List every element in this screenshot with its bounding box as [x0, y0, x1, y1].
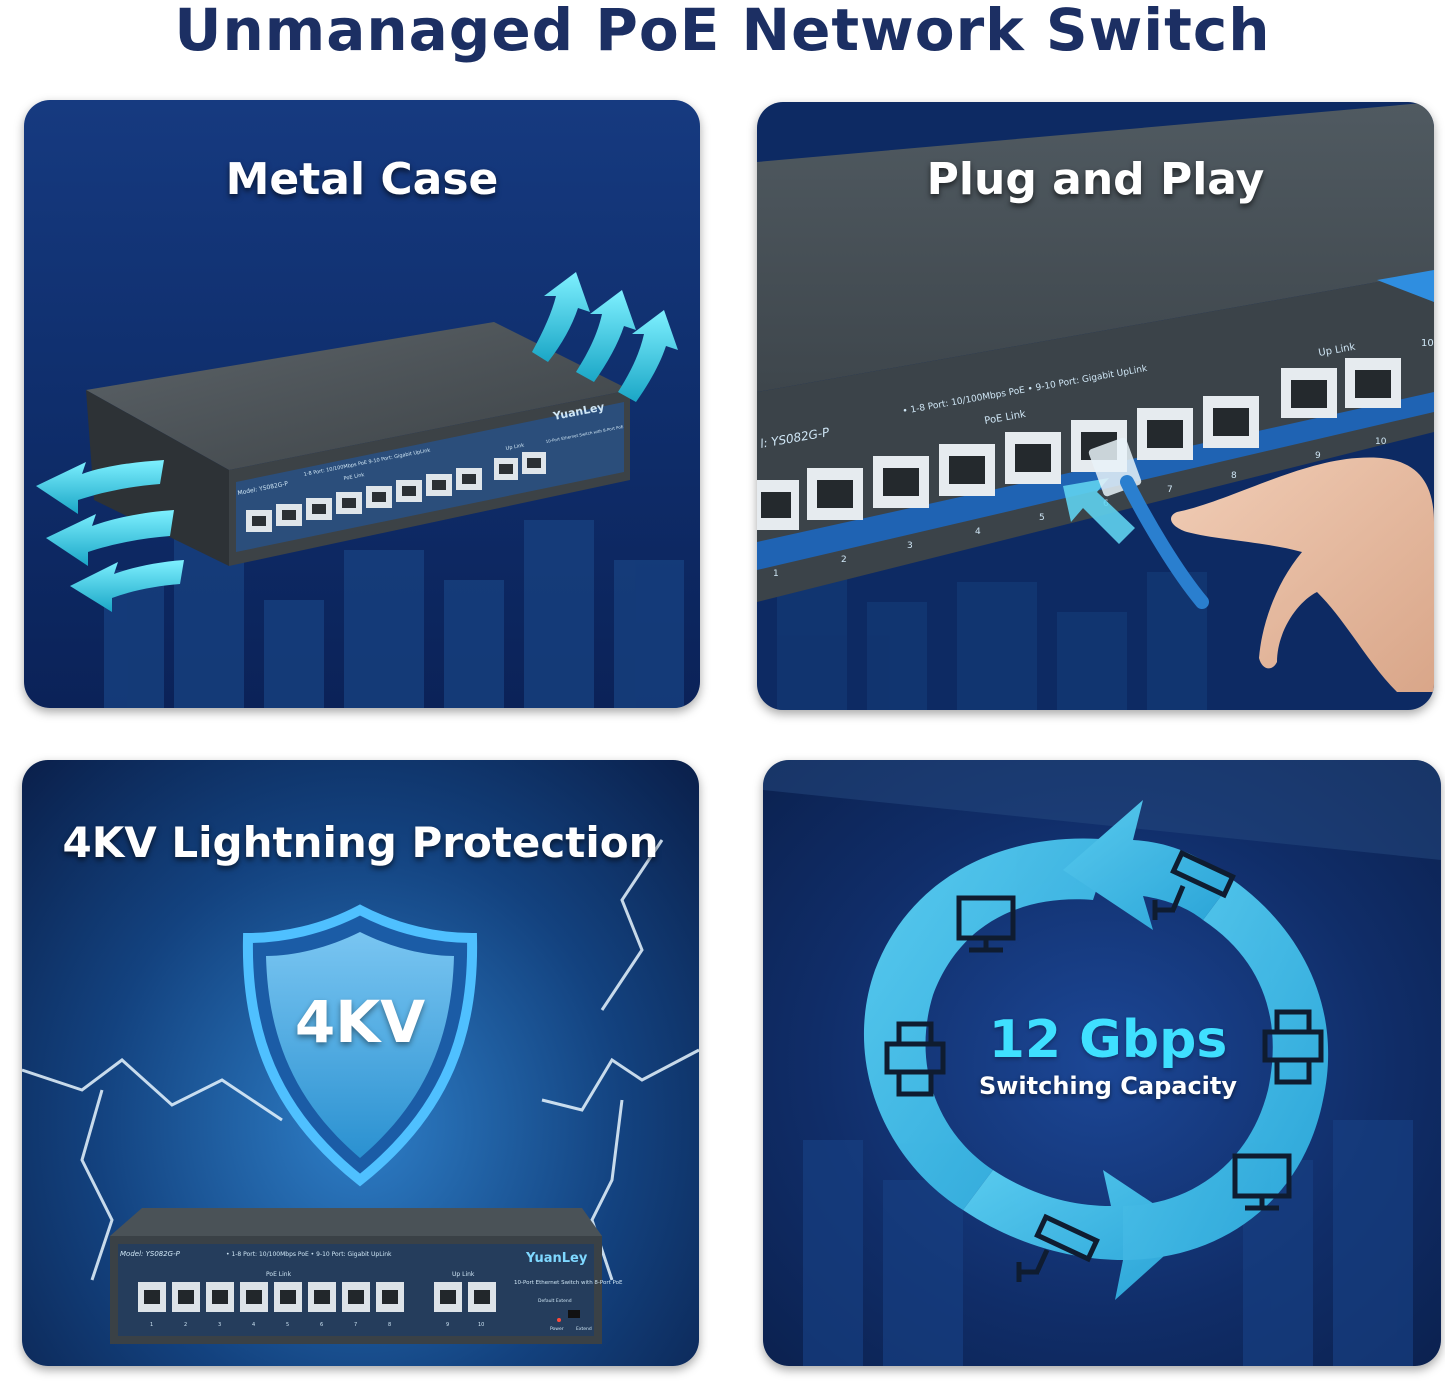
brand-logo: YuanLey	[525, 1251, 588, 1266]
port-number: 1	[773, 569, 779, 579]
port-number: 6	[320, 1322, 323, 1328]
shield-icon	[242, 904, 478, 1187]
switching-capacity-panel: 12 Gbps Switching Capacity	[763, 760, 1441, 1366]
switch-mode-label: Default Extend	[538, 1298, 572, 1304]
city-skyline	[777, 572, 1207, 710]
metal-case-scene: YuanLey Model: YS082G-P 1-8 Port: 10/100…	[36, 272, 684, 708]
monitor-icon	[1232, 1153, 1292, 1211]
city-skyline	[803, 1120, 1413, 1366]
cursor-arrow-icon	[1063, 478, 1135, 544]
hand	[1171, 457, 1434, 692]
power-label: Power	[550, 1326, 564, 1332]
shield-text: 4KV	[294, 988, 426, 1056]
metal-case-panel: YuanLey Model: YS082G-P 1-8 Port: 10/100…	[24, 100, 700, 708]
printer-icon	[1262, 1009, 1324, 1085]
switch-lid	[757, 102, 1434, 392]
lightning-protection-panel: Model: YS082G-P • 1-8 Port: 10/100Mbps P…	[22, 760, 699, 1366]
lightning-title: 4KV Lightning Protection	[62, 818, 659, 867]
plug-and-play-title: Plug and Play	[926, 154, 1265, 205]
port-number: 2	[184, 1322, 187, 1328]
cctv-camera-icon	[1016, 1213, 1100, 1282]
switch-device: Model: YS082G-P • 1-8 Port: 10/100Mbps P…	[110, 1208, 623, 1344]
port-number: 8	[388, 1322, 391, 1328]
port-number: 2	[841, 555, 847, 565]
device-ports-note: • 1-8 Port: 10/100Mbps PoE • 9-10 Port: …	[226, 1251, 392, 1258]
up-link-label: Up Link	[505, 442, 525, 451]
port-number: 9	[1315, 451, 1321, 461]
up-link-label: Up Link	[452, 1271, 475, 1278]
page-title: Unmanaged PoE Network Switch	[174, 0, 1271, 64]
port-number: 7	[1167, 485, 1173, 495]
ethernet-cable	[1088, 437, 1209, 609]
metal-case-title: Metal Case	[225, 154, 499, 205]
air-flow-arrow-icon	[36, 460, 184, 612]
port-number: 7	[354, 1322, 357, 1328]
port-number: 4	[252, 1322, 255, 1328]
port-number: 10	[478, 1322, 484, 1328]
city-skyline	[104, 520, 684, 708]
port-number: 1	[150, 1322, 153, 1328]
device-desc: 10-Port Ethernet Switch with 8-Port PoE	[514, 1280, 623, 1286]
edge-label: 10	[1421, 338, 1434, 349]
monitor-icon	[956, 895, 1016, 953]
printer-icon	[884, 1021, 946, 1097]
poe-link-label: PoE Link	[266, 1271, 292, 1278]
cycle-arrow-icon	[863, 800, 1329, 1300]
plug-and-play-scene: 1 2 3 4 5 6 7 8 9 10 l: YS082G-P • 1-8 P…	[757, 102, 1434, 710]
port-number: 10	[1375, 437, 1387, 447]
switch-device: YuanLey Model: YS082G-P 1-8 Port: 10/100…	[86, 322, 630, 566]
capacity-label: Switching Capacity	[978, 1072, 1238, 1100]
device-model: Model: YS082G-P	[120, 1250, 181, 1258]
port-number: 5	[1039, 513, 1045, 523]
switch-ports	[138, 1282, 496, 1312]
port-number: 9	[446, 1322, 449, 1328]
extend-label: Extend	[576, 1326, 592, 1332]
plug-and-play-panel: 1 2 3 4 5 6 7 8 9 10 l: YS082G-P • 1-8 P…	[757, 102, 1434, 710]
port-number: 5	[286, 1322, 289, 1328]
lightning-scene: Model: YS082G-P • 1-8 Port: 10/100Mbps P…	[22, 839, 699, 1344]
capacity-value: 12 Gbps	[988, 1010, 1228, 1070]
port-numbers: 1 2 3 4 5 6 7 8 9 10	[150, 1322, 484, 1328]
capacity-scene	[763, 760, 1441, 1366]
cctv-camera-icon	[1152, 849, 1236, 920]
port-number: 8	[1231, 471, 1237, 481]
port-number: 4	[975, 527, 981, 537]
poe-link-label: PoE Link	[343, 472, 365, 482]
port-number: 3	[218, 1322, 221, 1328]
air-flow-arrow-icon	[532, 272, 678, 402]
port-number: 3	[907, 541, 913, 551]
